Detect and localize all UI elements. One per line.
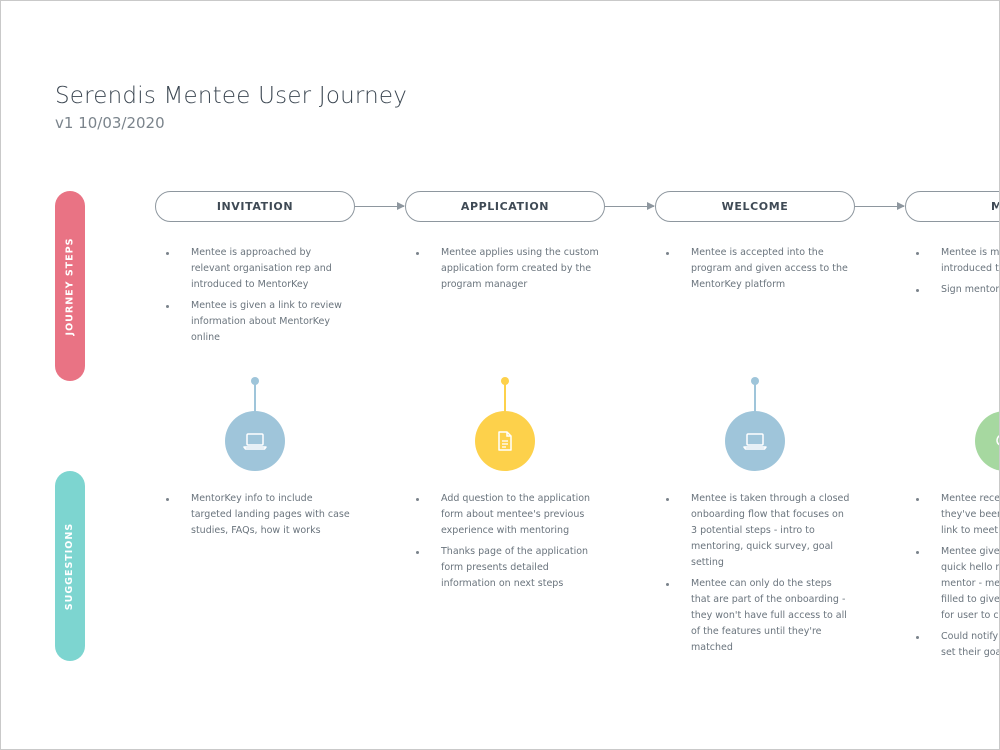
matching-circle <box>975 411 999 471</box>
suggestions-lane-text: SUGGESTIONS <box>64 522 76 610</box>
list-item: Sign mentorin <box>915 282 999 298</box>
laptop-icon <box>243 433 267 450</box>
chat-icon <box>996 435 999 446</box>
flow-arrow <box>355 202 405 210</box>
list-item: Could notify m <box>915 629 999 645</box>
list-item: Mentee receiv <box>915 491 999 507</box>
stage-matching[interactable]: MAT <box>905 191 999 222</box>
connector-dot <box>251 377 259 385</box>
connector-dot <box>751 377 759 385</box>
list-item: Add question to the application form abo… <box>415 491 600 539</box>
stage-application[interactable]: APPLICATION <box>405 191 605 222</box>
list-item-continuation: for user to ch <box>941 610 1000 621</box>
list-item: Mentee applies using the custom applicat… <box>415 245 600 293</box>
welcome-circle <box>725 411 785 471</box>
invitation-circle <box>225 411 285 471</box>
stage-application-steps: Mentee applies using the custom applicat… <box>415 245 600 298</box>
stage-invitation[interactable]: INVITATION <box>155 191 355 222</box>
list-item: Mentee is accepted into the program and … <box>665 245 850 293</box>
journey-steps-lane-label: JOURNEY STEPS <box>55 191 85 381</box>
list-item: Mentee is given a link to review informa… <box>165 298 350 346</box>
list-item: Mentee can only do the steps that are pa… <box>665 576 850 656</box>
list-item: Mentee is ma <box>915 245 999 261</box>
stage-welcome[interactable]: WELCOME <box>655 191 855 222</box>
list-item-continuation: they've been <box>941 509 1000 520</box>
list-item: Mentee given <box>915 544 999 560</box>
stage-invitation-suggestions: MentorKey info to include targeted landi… <box>165 491 350 544</box>
stage-application-suggestions: Add question to the application form abo… <box>415 491 600 597</box>
suggestions-lane-label: SUGGESTIONS <box>55 471 85 661</box>
list-item-continuation: quick hello m <box>941 562 1000 573</box>
document-icon <box>498 431 512 451</box>
stage-matching-steps: Mentee is ma introduced to Sign mentorin <box>915 245 1000 303</box>
connector-line <box>504 384 506 412</box>
connector-line <box>754 384 756 412</box>
list-item-continuation: introduced to <box>941 263 1000 274</box>
stage-invitation-steps: Mentee is approached by relevant organis… <box>165 245 350 351</box>
list-item: Thanks page of the application form pres… <box>415 544 600 592</box>
stage-matching-suggestions: Mentee receiv they've been link to meet … <box>915 491 1000 666</box>
list-item-continuation: mentor - mes <box>941 578 1000 589</box>
journey-steps-lane-text: JOURNEY STEPS <box>64 237 76 335</box>
list-item-continuation: link to meet th <box>941 525 999 536</box>
list-item: MentorKey info to include targeted landi… <box>165 491 350 539</box>
stage-welcome-steps: Mentee is accepted into the program and … <box>665 245 850 298</box>
list-item: Mentee is taken through a closed onboard… <box>665 491 850 571</box>
flow-arrow <box>605 202 655 210</box>
connector-line <box>254 384 256 412</box>
laptop-icon <box>743 433 767 450</box>
page-subtitle: v1 10/03/2020 <box>55 114 165 132</box>
list-item: Mentee is approached by relevant organis… <box>165 245 350 293</box>
list-item-continuation: filled to give g <box>941 594 1000 605</box>
application-circle <box>475 411 535 471</box>
flow-arrow <box>855 202 905 210</box>
stage-welcome-suggestions: Mentee is taken through a closed onboard… <box>665 491 850 661</box>
connector-dot <box>501 377 509 385</box>
page-title: Serendis Mentee User Journey <box>55 83 408 109</box>
